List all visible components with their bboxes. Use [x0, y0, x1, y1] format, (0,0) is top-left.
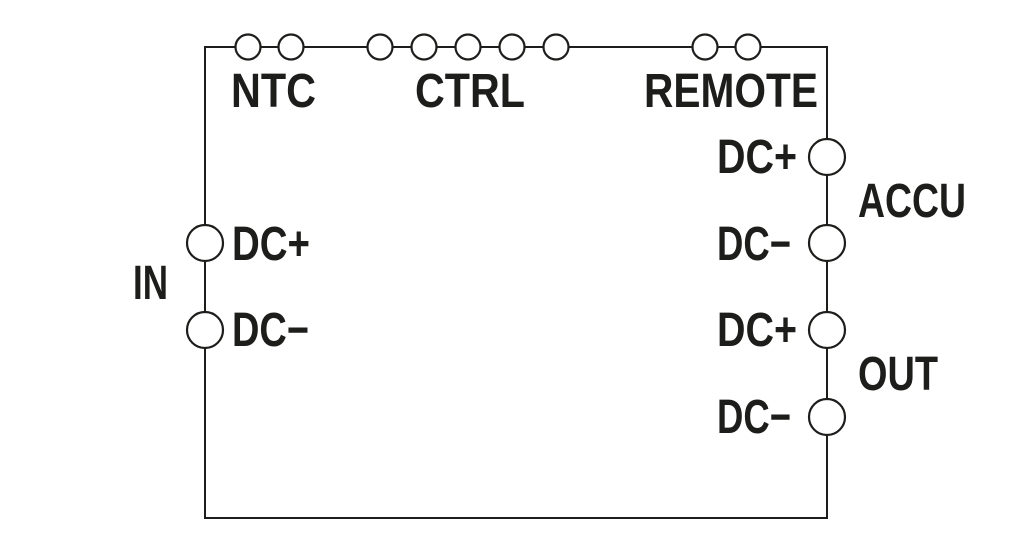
terminal-group-remote: REMOTE — [644, 33, 818, 118]
label-accu: ACCU — [858, 175, 966, 228]
terminal-out-dc-plus — [807, 310, 847, 350]
terminal-remote-2 — [734, 33, 762, 61]
terminal-accu-dc-plus — [807, 137, 847, 177]
label-in-dc-minus: DC− — [232, 304, 309, 357]
terminal-group-ntc: NTC — [231, 33, 316, 118]
terminal-group-in: DC+ DC− IN — [133, 218, 310, 357]
label-remote: REMOTE — [644, 65, 818, 118]
terminal-ntc-2 — [277, 33, 305, 61]
terminal-group-ctrl: CTRL — [366, 33, 570, 118]
label-out: OUT — [858, 348, 938, 401]
terminal-ctrl-4 — [498, 33, 526, 61]
label-accu-dc-minus: DC− — [717, 218, 791, 271]
terminal-in-dc-minus — [185, 310, 225, 350]
terminal-in-dc-plus — [185, 223, 225, 263]
terminal-group-out: DC+ DC− OUT — [717, 304, 938, 444]
terminal-out-dc-minus — [807, 397, 847, 437]
terminal-ctrl-1 — [366, 33, 394, 61]
label-accu-dc-plus: DC+ — [717, 131, 797, 184]
terminal-ctrl-2 — [410, 33, 438, 61]
label-out-dc-minus: DC− — [717, 391, 791, 444]
terminal-remote-1 — [691, 33, 719, 61]
label-ctrl: CTRL — [415, 65, 525, 118]
label-ntc: NTC — [231, 65, 316, 118]
terminal-ctrl-5 — [542, 33, 570, 61]
label-out-dc-plus: DC+ — [717, 304, 797, 357]
terminal-group-accu: DC+ DC− ACCU — [717, 131, 966, 271]
label-in-dc-plus: DC+ — [232, 218, 310, 271]
terminal-ntc-1 — [234, 33, 262, 61]
terminal-ctrl-3 — [454, 33, 482, 61]
label-in: IN — [133, 257, 168, 310]
terminal-accu-dc-minus — [807, 223, 847, 263]
